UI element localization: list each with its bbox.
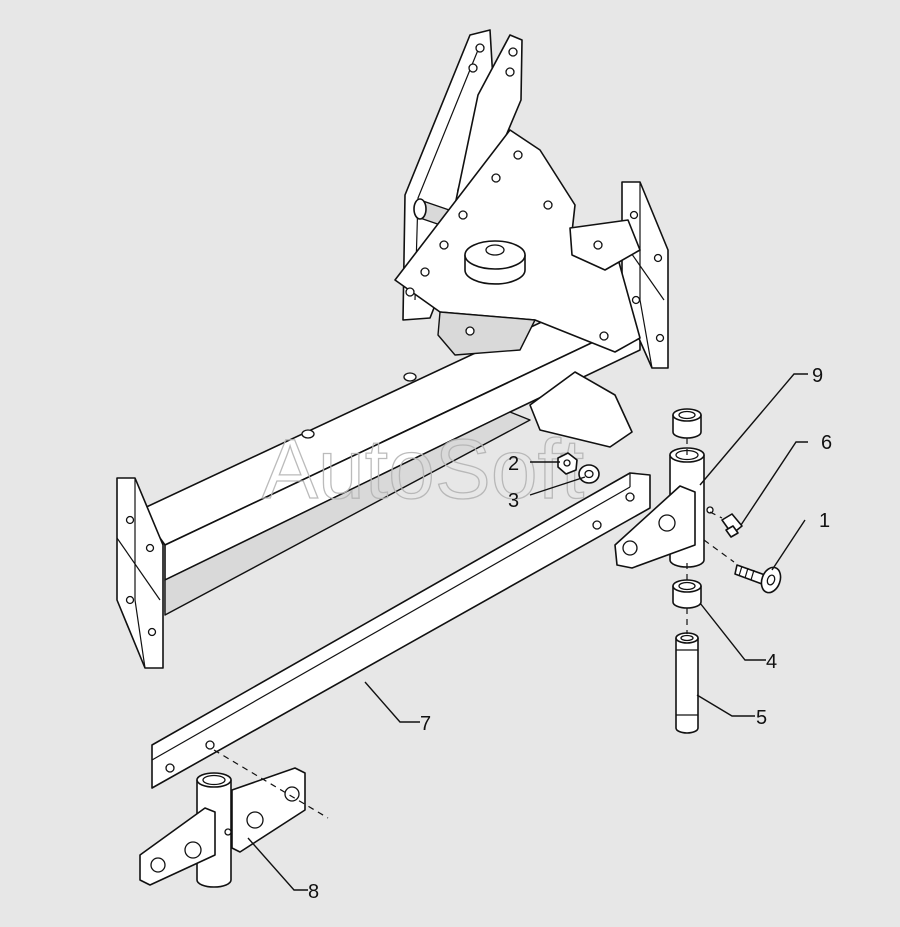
leader-lines xyxy=(247,373,808,891)
long-bar-part-7 xyxy=(151,472,651,789)
callout-5: 5 xyxy=(756,707,767,729)
callout-7: 7 xyxy=(420,713,431,735)
bolt-part-1 xyxy=(734,564,782,594)
callout-4: 4 xyxy=(766,651,777,673)
pivot-bracket-part-8 xyxy=(139,767,306,888)
grease-fitting-part-6 xyxy=(721,513,743,538)
callout-2: 2 xyxy=(508,453,519,475)
bushing-upper xyxy=(672,408,702,439)
callout-1: 1 xyxy=(819,510,830,532)
nut-part-2 xyxy=(557,452,578,475)
main-frame-beam xyxy=(116,129,669,669)
callout-9: 9 xyxy=(812,365,823,387)
watermark: AutoSoft xyxy=(262,422,584,516)
callout-8: 8 xyxy=(308,881,319,903)
bushing-part-4 xyxy=(672,579,702,609)
pin-part-5 xyxy=(675,632,699,734)
callout-3: 3 xyxy=(508,490,519,512)
assembly-axis-lines xyxy=(213,438,735,819)
washer-part-3 xyxy=(578,464,600,484)
callout-6: 6 xyxy=(821,432,832,454)
